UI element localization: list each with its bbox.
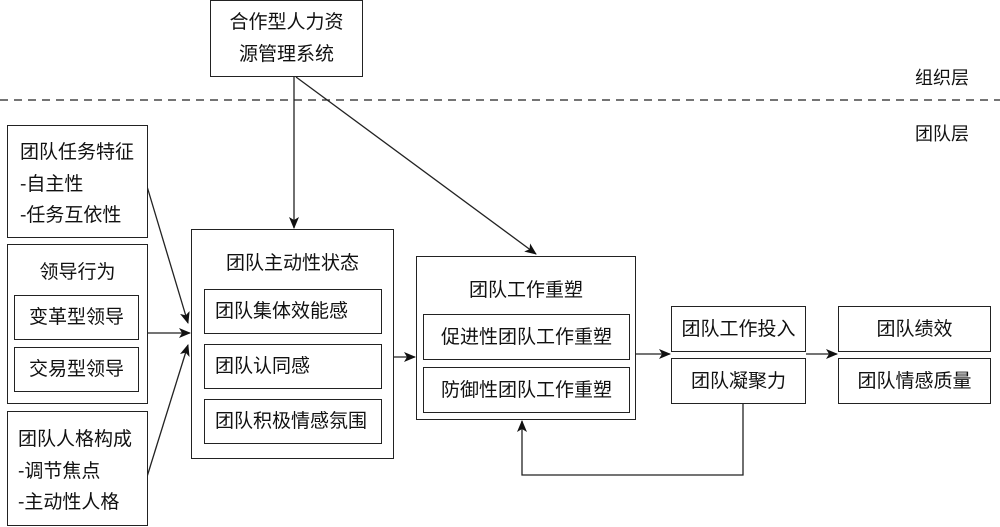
feedback-arrow-cohesion-to-job-crafting [517, 404, 744, 476]
task-features-item: -自主性 [20, 173, 84, 195]
transformational-leadership-label: 变革型领导 [28, 306, 124, 328]
transactional-leadership-label: 交易型领导 [28, 358, 124, 380]
team-performance-box: 团队绩效 [838, 306, 991, 352]
personality-item: -调节焦点 [18, 460, 101, 482]
hr-system-line2: 源管理系统 [238, 43, 334, 65]
personality-title: 团队人格构成 [18, 428, 133, 450]
team-performance-label: 团队绩效 [876, 318, 953, 340]
collective-efficacy-label: 团队集体效能感 [215, 300, 349, 322]
positive-affect-climate-label: 团队积极情感氛围 [215, 410, 368, 432]
team-identification-label: 团队认同感 [215, 355, 311, 377]
promotion-crafting-box: 促进性团队工作重塑 [423, 314, 630, 360]
team-cohesion-label: 团队凝聚力 [690, 370, 786, 392]
job-crafting-title: 团队工作重塑 [468, 279, 583, 301]
promotion-crafting-label: 促进性团队工作重塑 [440, 326, 612, 348]
collective-efficacy-box: 团队集体效能感 [204, 289, 382, 334]
arrow-hr-to-job-crafting [295, 76, 537, 255]
affective-quality-box: 团队情感质量 [838, 358, 991, 404]
team-layer-label: 团队层 [915, 124, 969, 145]
proactive-state-box: 团队主动性状态 团队集体效能感 团队认同感 团队积极情感氛围 [191, 229, 394, 459]
prevention-crafting-label: 防御性团队工作重塑 [440, 379, 612, 401]
leadership-title: 领导行为 [39, 261, 116, 283]
job-crafting-box: 团队工作重塑 促进性团队工作重塑 防御性团队工作重塑 [416, 256, 636, 420]
prevention-crafting-box: 防御性团队工作重塑 [423, 367, 630, 413]
task-features-title: 团队任务特征 [20, 141, 135, 163]
work-engagement-box: 团队工作投入 [671, 306, 806, 352]
leadership-box: 领导行为 变革型领导 交易型领导 [7, 244, 148, 404]
transactional-leadership-box: 交易型领导 [14, 347, 139, 392]
hr-system-line1: 合作型人力资 [229, 11, 344, 33]
hr-system-box: 合作型人力资 源管理系统 [210, 0, 363, 77]
team-identification-box: 团队认同感 [204, 344, 382, 389]
organization-layer-label: 组织层 [915, 68, 969, 89]
team-cohesion-box: 团队凝聚力 [671, 358, 806, 404]
positive-affect-climate-box: 团队积极情感氛围 [204, 399, 382, 444]
personality-box: 团队人格构成 -调节焦点 -主动性人格 [7, 411, 148, 526]
task-features-item: -任务互依性 [20, 204, 122, 226]
arrow-personality-to-proactive-state [145, 344, 190, 481]
proactive-state-title: 团队主动性状态 [225, 252, 359, 274]
task-features-box: 团队任务特征 -自主性 -任务互依性 [7, 125, 148, 238]
personality-item: -主动性人格 [18, 491, 120, 513]
transformational-leadership-box: 变革型领导 [14, 295, 139, 340]
affective-quality-label: 团队情感质量 [857, 370, 972, 392]
arrow-task-to-proactive-state [145, 182, 190, 324]
work-engagement-label: 团队工作投入 [681, 318, 796, 340]
